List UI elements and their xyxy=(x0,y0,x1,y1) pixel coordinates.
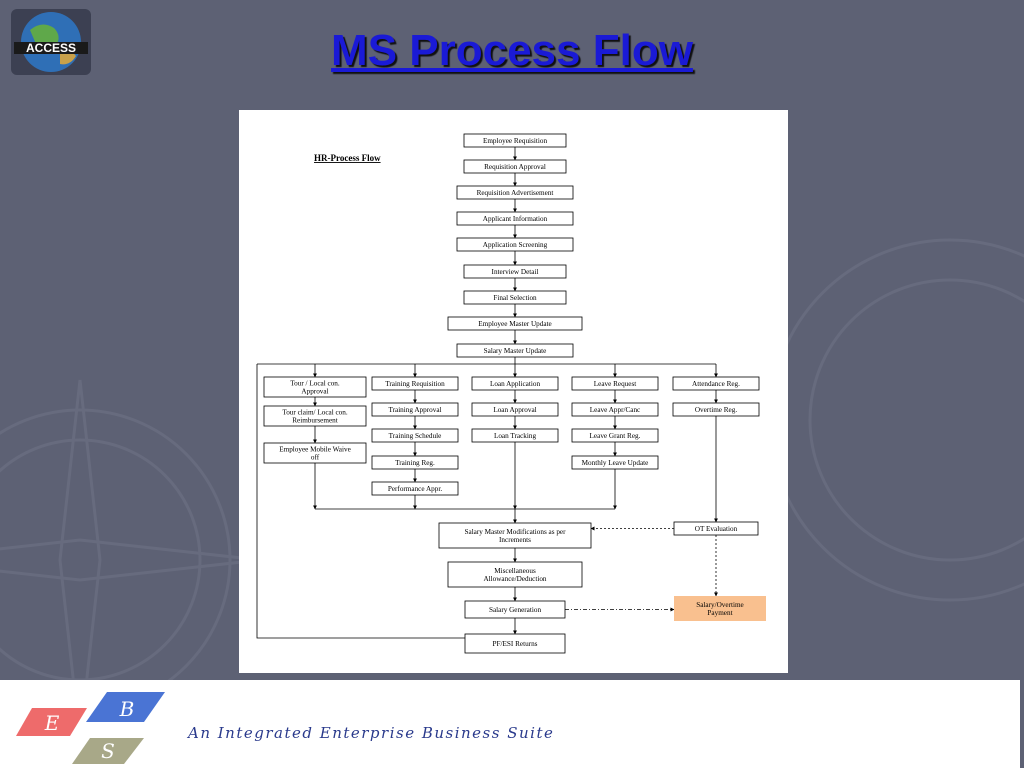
main-step-7: Final Selection xyxy=(463,290,567,305)
ebs-logo-s-shape xyxy=(72,738,144,764)
node-label: Loan Tracking xyxy=(494,432,537,440)
node-label: Interview Detail xyxy=(492,268,539,276)
node-label: Training Reg. xyxy=(395,459,435,467)
branch-1-step-1: Tour / Local con.Approval xyxy=(263,376,367,398)
main-step-5: Application Screening xyxy=(456,237,574,252)
salary-generation-node: Salary Generation xyxy=(464,600,566,619)
loop-back-line xyxy=(256,364,465,639)
branch-5-step-1: Attendance Reg. xyxy=(672,376,760,391)
ebs-logo-letter-s: S xyxy=(101,739,115,763)
pf-esi-returns-node: PF/ESI Returns xyxy=(464,633,566,654)
node-label: Loan Application xyxy=(490,380,541,388)
node-label: Training Schedule xyxy=(389,432,442,440)
branch-4-step-3: Leave Grant Reg. xyxy=(571,428,659,443)
node-label: Attendance Reg. xyxy=(692,380,740,388)
main-step-1: Employee Requisition xyxy=(463,133,567,148)
main-step-9: Salary Master Update xyxy=(456,343,574,358)
node-label: OT Evaluation xyxy=(695,525,738,533)
branch-3-step-1: Loan Application xyxy=(471,376,559,391)
branch-4-step-2: Leave Appr/Canc xyxy=(571,402,659,417)
branch-5-step-2: Overtime Reg. xyxy=(672,402,760,417)
node-label: Employee Master Update xyxy=(478,320,551,328)
node-label: Loan Approval xyxy=(493,406,536,414)
main-step-8: Employee Master Update xyxy=(447,316,583,331)
branch-3-step-2: Loan Approval xyxy=(471,402,559,417)
branch-2-step-1: Training Requisition xyxy=(371,376,459,391)
node-label: Approval xyxy=(301,388,328,396)
branch-2-step-3: Training Schedule xyxy=(371,428,459,443)
ebs-logo-letter-b: B xyxy=(119,697,135,721)
footer-tagline: An Integrated Enterprise Business Suite xyxy=(188,724,555,742)
node-label: Application Screening xyxy=(483,241,548,249)
main-step-2: Requisition Approval xyxy=(463,159,567,174)
node-label: Salary/Overtime xyxy=(696,601,744,609)
access-logo: ACCESS xyxy=(10,8,92,76)
node-label: Salary Generation xyxy=(489,606,541,614)
node-label: Employee Requisition xyxy=(483,137,547,145)
diagram-subtitle: HR-Process Flow xyxy=(314,153,381,163)
node-label: Final Selection xyxy=(493,294,537,302)
node-label: Allowance/Deduction xyxy=(483,575,546,583)
node-label: Tour / Local con. xyxy=(290,379,340,387)
node-label: Tour claim/ Local con. xyxy=(282,408,348,416)
main-step-6: Interview Detail xyxy=(463,264,567,279)
ebs-logo-b-shape xyxy=(86,692,165,722)
node-label: Miscellaneous xyxy=(494,567,536,575)
node-label: Performance Appr. xyxy=(388,485,442,493)
main-step-4: Applicant Information xyxy=(456,211,574,226)
salary-master-modifications-node: Salary Master Modifications as perIncrem… xyxy=(438,522,592,549)
ebs-logo-letter-e: E xyxy=(44,711,60,735)
branch-2-step-4: Training Reg. xyxy=(371,455,459,470)
node-label: Salary Master Modifications as per xyxy=(465,528,567,536)
node-label: Leave Appr/Canc xyxy=(590,406,641,414)
node-label: PF/ESI Returns xyxy=(493,640,538,648)
node-label: Training Approval xyxy=(388,406,441,414)
branch-2-step-2: Training Approval xyxy=(371,402,459,417)
process-flow-diagram: HR-Process Flow Employee RequisitionRequ… xyxy=(256,133,766,654)
node-label: Leave Grant Reg. xyxy=(590,432,641,440)
node-label: Requisition Approval xyxy=(484,163,546,171)
branch-3-step-3: Loan Tracking xyxy=(471,428,559,443)
main-step-3: Requisition Advertisement xyxy=(456,185,574,200)
node-label: off xyxy=(311,454,320,462)
node-label: Reimbursement xyxy=(292,417,338,425)
branch-4-step-1: Leave Request xyxy=(571,376,659,391)
node-label: Requisition Advertisement xyxy=(477,189,554,197)
node-label: Salary Master Update xyxy=(484,347,547,355)
branch-4-step-4: Monthly Leave Update xyxy=(571,455,659,470)
node-label: Applicant Information xyxy=(483,215,548,223)
branch-1-step-2: Tour claim/ Local con.Reimbursement xyxy=(263,405,367,427)
logo-text: ACCESS xyxy=(26,41,76,55)
ebs-logo: E B S xyxy=(16,692,165,764)
node-label: Employee Mobile Waive xyxy=(279,445,351,453)
ot-evaluation-node: OT Evaluation xyxy=(673,521,759,536)
node-label: Leave Request xyxy=(594,380,637,388)
ebs-logo-e-shape xyxy=(16,708,87,736)
footer-banner: E B S An Integrated Enterprise Business … xyxy=(0,680,1020,768)
node-label: Increments xyxy=(499,536,531,544)
node-label: Payment xyxy=(707,609,732,617)
node-label: Overtime Reg. xyxy=(695,406,738,414)
page-title: MS Process Flow xyxy=(331,26,693,75)
node-label: Training Requisition xyxy=(385,380,445,388)
node-label: Monthly Leave Update xyxy=(582,459,649,467)
branch-2-step-5: Performance Appr. xyxy=(371,481,459,496)
